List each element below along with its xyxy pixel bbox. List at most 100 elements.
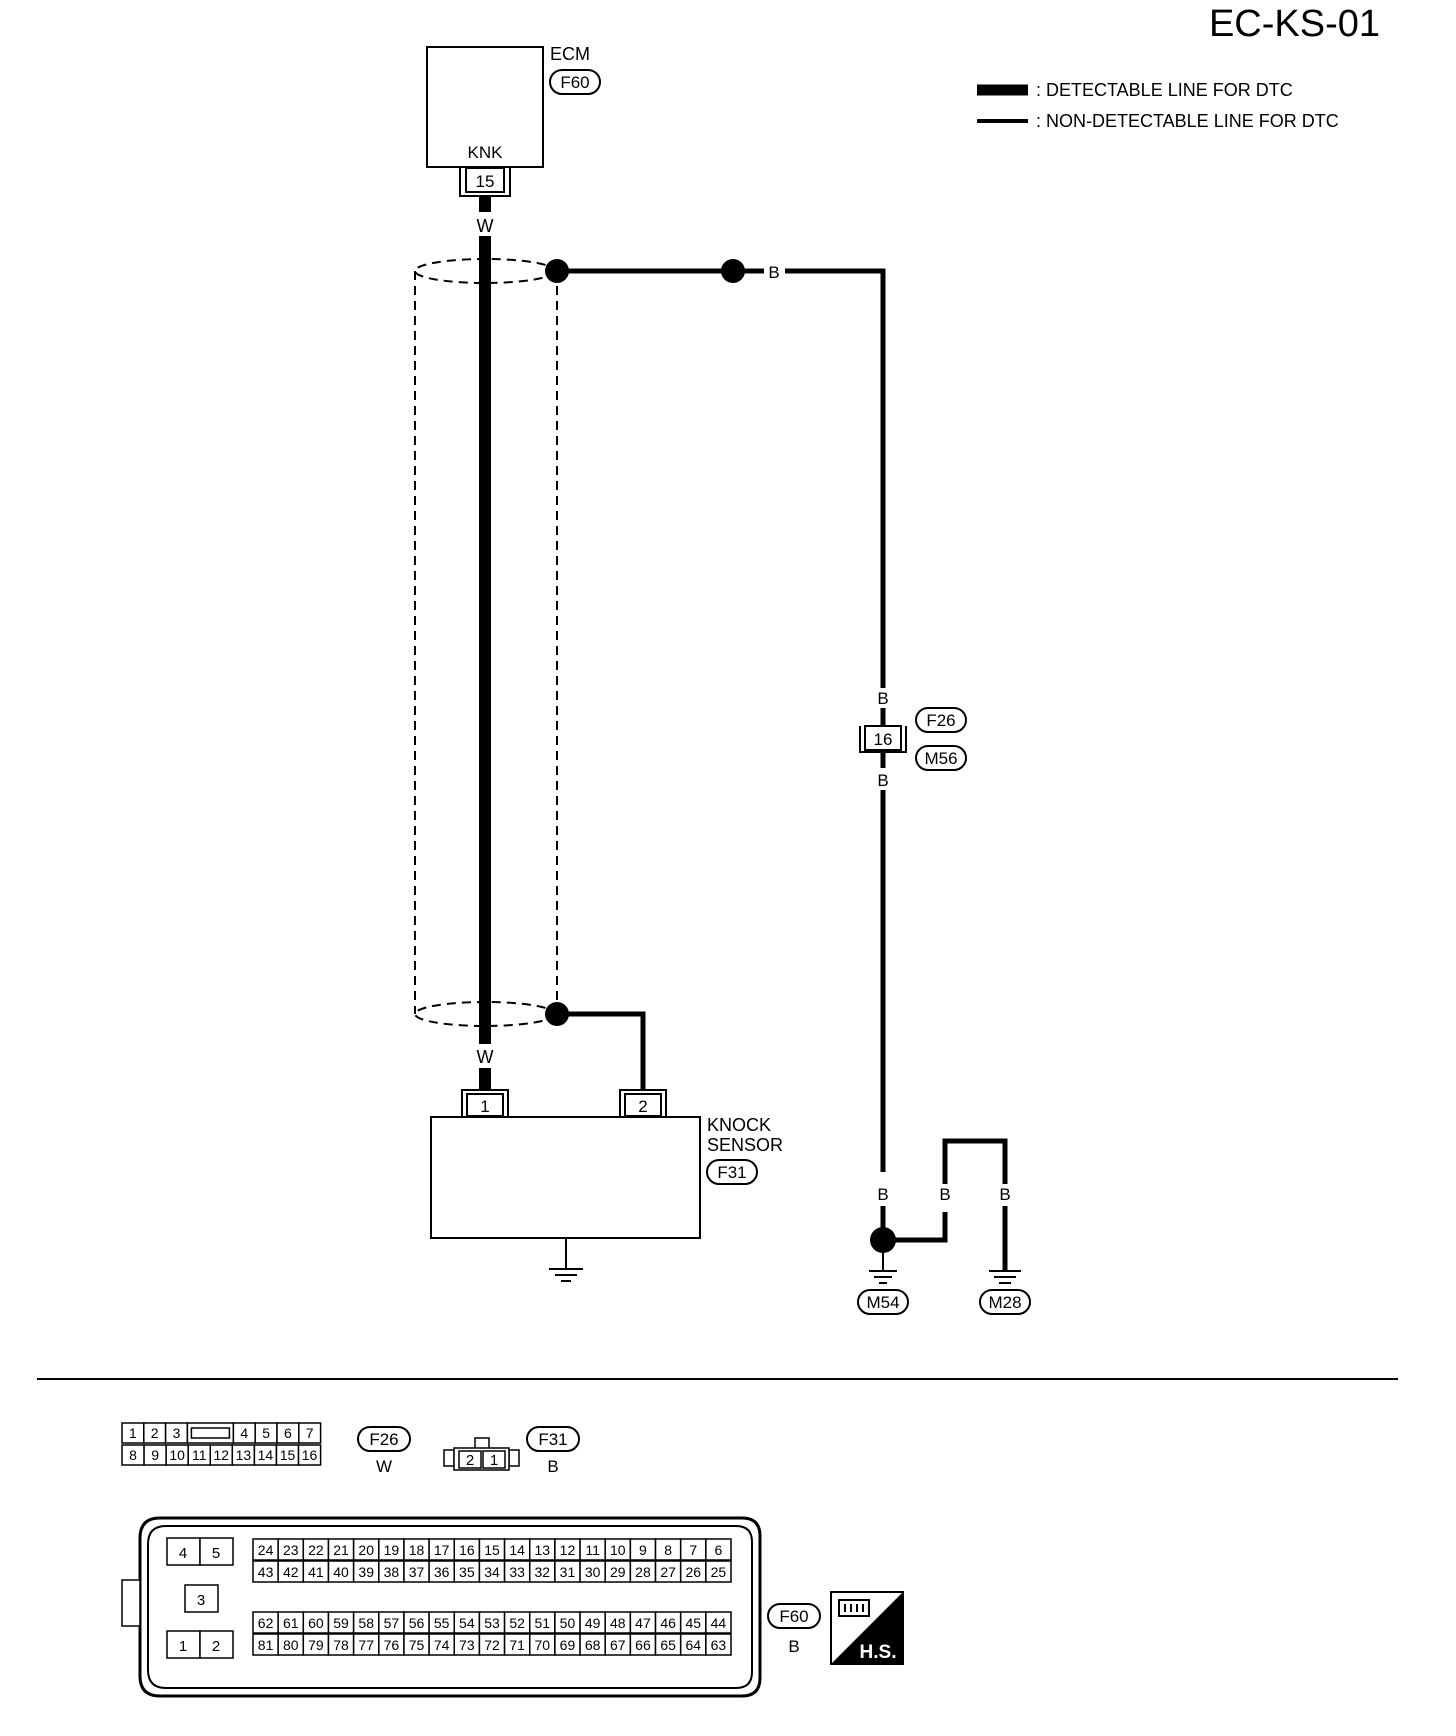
f60-pin: 27 <box>660 1564 676 1580</box>
f31-color: B <box>547 1457 558 1476</box>
f26-badge <box>357 1426 411 1452</box>
f60-pin: 64 <box>685 1637 701 1653</box>
f26-id: F26 <box>369 1430 398 1449</box>
f60-pin: 22 <box>308 1542 324 1558</box>
f31-pin: 1 <box>490 1452 498 1469</box>
ecm-connector-badge <box>549 69 601 95</box>
f60-pin: 75 <box>409 1637 425 1653</box>
wire-label-bg <box>476 213 494 235</box>
joint-terminal-number: 16 <box>874 730 893 749</box>
f60-pin: 25 <box>711 1564 727 1580</box>
ground-left-badge <box>857 1289 909 1315</box>
f60-pin: 61 <box>283 1615 299 1631</box>
f60-pin: 20 <box>358 1542 374 1558</box>
f60-pin: 38 <box>384 1564 400 1580</box>
f60-pin: 46 <box>660 1615 676 1631</box>
ground-symbol-icon <box>549 1268 583 1282</box>
f60-pin: 21 <box>333 1542 349 1558</box>
f60-pin: 18 <box>409 1542 425 1558</box>
f26-pin: 13 <box>236 1447 252 1463</box>
connector-f31-face: 2 1 <box>443 1437 520 1471</box>
joint-lower-wire-color: B <box>877 771 888 790</box>
shield-to-sensor-wire <box>557 1011 646 1090</box>
f26-pin: 8 <box>129 1447 137 1463</box>
f60-pin: 69 <box>560 1637 576 1653</box>
f60-power-pin-cell <box>166 1537 201 1566</box>
sensor-pin2-number: 2 <box>638 1097 647 1116</box>
f26-pin: 5 <box>262 1425 270 1441</box>
ground-link-wire <box>883 1212 948 1243</box>
f26-key <box>190 1427 231 1439</box>
f60-pin: 14 <box>509 1542 525 1558</box>
f26-pin: 6 <box>284 1425 292 1441</box>
joint-connector: 16 F26 M56 <box>859 707 967 771</box>
f60-pin: 81 <box>258 1637 274 1653</box>
f60-pin: 47 <box>635 1615 651 1631</box>
f60-power-pin: 1 <box>179 1638 187 1655</box>
f60-pin: 40 <box>333 1564 349 1580</box>
f60-pin: 62 <box>258 1615 274 1631</box>
f60-pin: 48 <box>610 1615 626 1631</box>
sensor-pin2-housing <box>619 1089 667 1116</box>
ecm-block: ECM F60 KNK 15 <box>426 44 601 197</box>
f60-color: B <box>788 1637 799 1656</box>
f26-pin: 9 <box>151 1447 159 1463</box>
f60-power-pin-cell <box>184 1584 219 1613</box>
legend-non-detectable-label: : NON-DETECTABLE LINE FOR DTC <box>1036 111 1339 131</box>
f31-pin: 2 <box>466 1452 474 1469</box>
f60-pin: 44 <box>711 1615 727 1631</box>
f60-pin: 11 <box>585 1542 600 1558</box>
f60-pin: 53 <box>484 1615 500 1631</box>
f26-pin: 15 <box>280 1447 296 1463</box>
f26-pin: 3 <box>173 1425 181 1441</box>
joint-lower-id: M56 <box>924 749 957 768</box>
joint-upper-wire-color: B <box>877 689 888 708</box>
f60-pin: 33 <box>509 1564 525 1580</box>
f60-pin: 52 <box>509 1615 525 1631</box>
ground-left-wire-color: B <box>877 1185 888 1204</box>
f60-pin: 54 <box>459 1615 475 1631</box>
f60-latch <box>121 1579 141 1627</box>
f60-pin: 42 <box>283 1564 299 1580</box>
f26-pin: 10 <box>169 1447 185 1463</box>
f60-pin: 49 <box>585 1615 601 1631</box>
knock-sensor-box <box>430 1116 701 1239</box>
f26-pin: 2 <box>151 1425 159 1441</box>
sensor-wire-color: W <box>477 1047 494 1067</box>
joint-upper-badge <box>915 707 967 733</box>
f60-pin: 29 <box>610 1564 626 1580</box>
f60-pin: 71 <box>509 1637 525 1653</box>
f60-pin: 50 <box>560 1615 576 1631</box>
f60-pin: 28 <box>635 1564 651 1580</box>
f60-pin: 45 <box>685 1615 701 1631</box>
f31-badge <box>526 1426 580 1452</box>
f26-color: W <box>376 1457 392 1476</box>
f60-pin: 43 <box>258 1564 274 1580</box>
f60-pin: 65 <box>660 1637 676 1653</box>
ecm-terminal-name: KNK <box>468 143 504 162</box>
f60-pin: 24 <box>258 1542 274 1558</box>
f31-side-right <box>508 1449 520 1467</box>
f60-pin: 17 <box>434 1542 450 1558</box>
f60-pin: 10 <box>610 1542 626 1558</box>
f60-pin: 57 <box>384 1615 400 1631</box>
legend: : DETECTABLE LINE FOR DTC : NON-DETECTAB… <box>977 80 1339 131</box>
f60-pin-cell <box>705 1538 732 1561</box>
f60-pin: 58 <box>358 1615 374 1631</box>
f60-pin: 36 <box>434 1564 450 1580</box>
f60-pin: 70 <box>535 1637 551 1653</box>
f60-pin: 78 <box>333 1637 349 1653</box>
f60-power-pin-cell <box>199 1537 234 1566</box>
f60-pin: 51 <box>535 1615 551 1631</box>
f60-power-pin-cell <box>166 1630 201 1659</box>
sensor-pin1-housing <box>461 1089 509 1116</box>
f60-pin: 37 <box>409 1564 425 1580</box>
f60-pin: 55 <box>434 1615 450 1631</box>
hs-badge-label: H.S. <box>860 1642 897 1663</box>
ecm-terminal-number: 15 <box>476 172 495 191</box>
f60-pin: 60 <box>308 1615 324 1631</box>
joint-lower-badge <box>915 745 967 771</box>
knock-sensor-connector-id: F31 <box>717 1163 746 1182</box>
